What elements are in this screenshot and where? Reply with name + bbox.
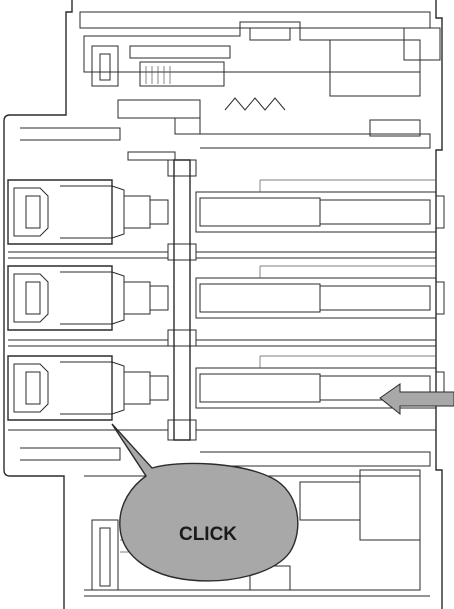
- callout-label: CLICK: [179, 524, 237, 545]
- row-separators: [8, 251, 436, 431]
- terminal-row-2: [7, 265, 445, 331]
- click-callout: CLICK: [111, 423, 299, 582]
- terminal-row-3: [7, 355, 445, 421]
- locking-bar: [167, 159, 197, 441]
- terminal-row-1: [7, 179, 445, 245]
- callout-bubble: [111, 423, 299, 582]
- insertion-arrow: [379, 383, 454, 416]
- left-arrow-icon: [379, 383, 454, 416]
- connector-housing: [3, 0, 443, 609]
